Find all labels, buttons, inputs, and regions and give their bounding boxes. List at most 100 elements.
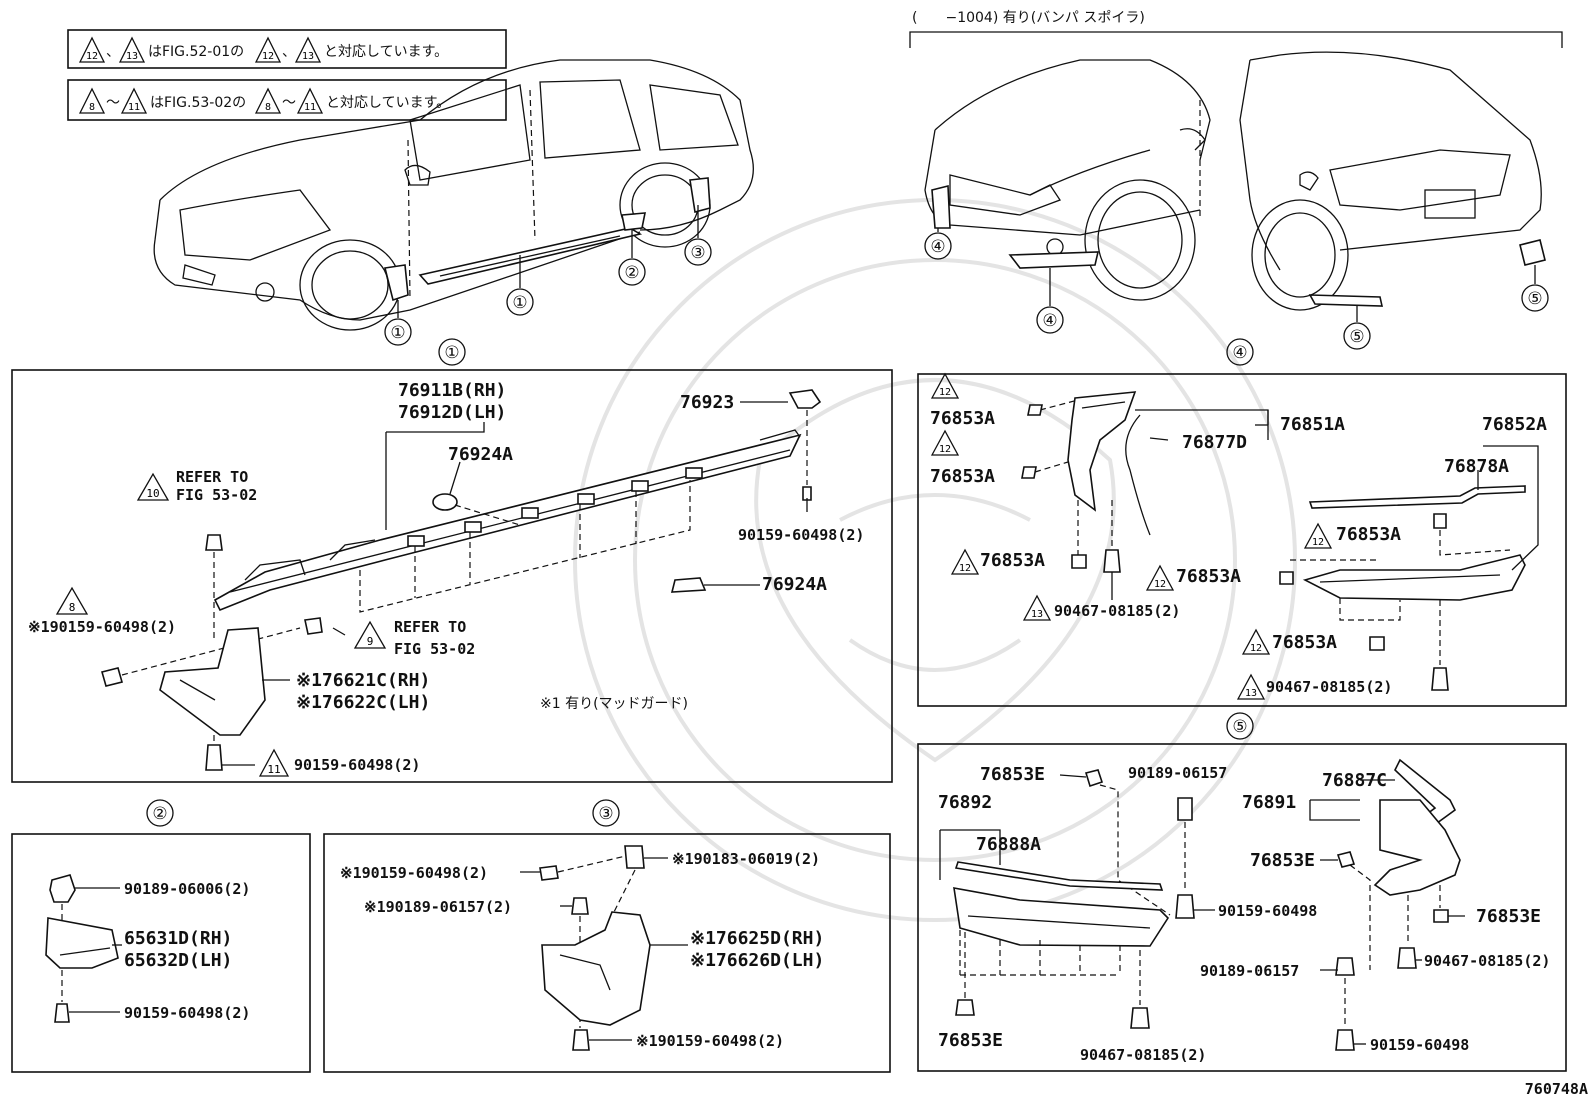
bumper-spoiler-header: ( −1004) 有り(バンパ スポイラ) xyxy=(912,10,1145,26)
svg-text:76877D: 76877D xyxy=(1182,432,1247,453)
svg-text:11: 11 xyxy=(304,102,316,113)
svg-text:REFER TO: REFER TO xyxy=(176,468,248,486)
svg-text:13: 13 xyxy=(1031,609,1043,620)
svg-text:※190159-60498(2): ※190159-60498(2) xyxy=(636,1032,784,1050)
svg-text:8: 8 xyxy=(89,102,95,113)
overview-callouts: ① ① ② ③ xyxy=(384,205,712,346)
svg-text:※190183-06019(2): ※190183-06019(2) xyxy=(672,850,820,868)
svg-text:③: ③ xyxy=(690,243,705,263)
svg-text:※190159-60498(2): ※190159-60498(2) xyxy=(340,864,488,882)
note-box-2: 8 ～ 11 はFIG.53-02の 8 ～ 11 と対応しています。 xyxy=(67,79,507,121)
panel-5-art xyxy=(939,758,1465,1051)
svg-text:76853A: 76853A xyxy=(1176,566,1241,587)
svg-text:76892: 76892 xyxy=(938,792,992,813)
svg-text:③: ③ xyxy=(598,804,613,824)
panel-5-frame xyxy=(917,743,1567,1072)
panel-2-art xyxy=(45,874,122,1023)
svg-text:13: 13 xyxy=(1245,688,1257,699)
panel-2-labels: 90189-06006(2) 65631D(RH) 65632D(LH) 901… xyxy=(124,880,250,1022)
svg-text:④: ④ xyxy=(1232,343,1247,363)
svg-text:12: 12 xyxy=(939,444,951,455)
svg-text:90159-60498: 90159-60498 xyxy=(1370,1036,1469,1054)
svg-text:90467-08185(2): 90467-08185(2) xyxy=(1424,952,1550,970)
svg-text:76887C: 76887C xyxy=(1322,770,1387,791)
svg-text:※176626D(LH): ※176626D(LH) xyxy=(690,950,824,971)
svg-text:～: ～ xyxy=(282,95,296,111)
svg-text:76888A: 76888A xyxy=(976,834,1041,855)
svg-text:76912D(LH): 76912D(LH) xyxy=(398,402,506,423)
svg-text:※190189-06157(2): ※190189-06157(2) xyxy=(364,898,512,916)
svg-text:90159-60498(2): 90159-60498(2) xyxy=(124,1004,250,1022)
car-side-overview xyxy=(153,59,754,331)
svg-text:90159-60498(2): 90159-60498(2) xyxy=(738,526,864,544)
svg-text:76851A: 76851A xyxy=(1280,414,1345,435)
svg-text:FIG 53-02: FIG 53-02 xyxy=(394,640,475,658)
panel-1-labels: 76911B(RH) 76912D(LH) 76924A 76923 90159… xyxy=(28,380,864,774)
svg-text:④: ④ xyxy=(1042,311,1057,331)
panel-4-labels: 76853A 76853A 76851A 76877D 76852A 76878… xyxy=(930,408,1547,696)
svg-text:76924A: 76924A xyxy=(448,444,513,465)
svg-text:90189-06157: 90189-06157 xyxy=(1200,962,1299,980)
svg-text:13: 13 xyxy=(302,51,314,62)
svg-text:※176621C(RH): ※176621C(RH) xyxy=(296,670,430,691)
svg-text:76853E: 76853E xyxy=(1476,906,1541,927)
svg-text:④: ④ xyxy=(930,237,945,257)
svg-text:76924A: 76924A xyxy=(762,574,827,595)
svg-text:、: 、 xyxy=(282,44,296,60)
svg-text:76923: 76923 xyxy=(680,392,734,413)
svg-text:はFIG.52-01の: はFIG.52-01の xyxy=(148,44,244,60)
overview-callouts-right: ④ ④ ⑤ ⑤ xyxy=(924,228,1549,350)
note-box-1: 12 、 13 はFIG.52-01の 12 、 13 と対応しています。 xyxy=(67,29,507,69)
panel-2-frame xyxy=(11,833,311,1073)
panel-5-labels: 76853E 90189-06157 76892 76888A 76891 76… xyxy=(938,764,1550,1064)
svg-text:12: 12 xyxy=(959,563,971,574)
svg-text:12: 12 xyxy=(1312,537,1324,548)
svg-text:はFIG.53-02の: はFIG.53-02の xyxy=(150,95,246,111)
svg-text:76853A: 76853A xyxy=(1272,632,1337,653)
svg-text:⑤: ⑤ xyxy=(1349,327,1364,347)
svg-text:76853A: 76853A xyxy=(1336,524,1401,545)
svg-text:FIG 53-02: FIG 53-02 xyxy=(176,486,257,504)
svg-text:76853E: 76853E xyxy=(1250,850,1315,871)
svg-text:①: ① xyxy=(390,323,405,343)
svg-text:10: 10 xyxy=(146,487,159,500)
svg-text:、: 、 xyxy=(106,44,120,60)
svg-text:76853A: 76853A xyxy=(930,466,995,487)
svg-text:76878A: 76878A xyxy=(1444,456,1509,477)
car-front-overview xyxy=(924,59,1211,301)
svg-text:⑤: ⑤ xyxy=(1232,717,1247,737)
svg-text:76852A: 76852A xyxy=(1482,414,1547,435)
svg-text:8: 8 xyxy=(69,601,76,614)
svg-text:②: ② xyxy=(152,804,167,824)
svg-text:90189-06006(2): 90189-06006(2) xyxy=(124,880,250,898)
svg-text:76853E: 76853E xyxy=(980,764,1045,785)
svg-text:～: ～ xyxy=(106,95,120,111)
svg-text:①: ① xyxy=(512,293,527,313)
svg-text:12: 12 xyxy=(86,51,98,62)
svg-text:13: 13 xyxy=(126,51,138,62)
svg-text:90467-08185(2): 90467-08185(2) xyxy=(1266,678,1392,696)
svg-text:12: 12 xyxy=(1154,579,1166,590)
section-markers: ① ④ ⑤ ② ③ xyxy=(146,338,1254,827)
svg-text:REFER TO: REFER TO xyxy=(394,618,466,636)
svg-text:90189-06157: 90189-06157 xyxy=(1128,764,1227,782)
svg-text:90467-08185(2): 90467-08185(2) xyxy=(1054,602,1180,620)
svg-text:12: 12 xyxy=(939,387,951,398)
svg-text:11: 11 xyxy=(267,763,280,776)
svg-text:と対応しています。: と対応しています。 xyxy=(324,44,448,60)
svg-text:11: 11 xyxy=(128,102,140,113)
panel-3-frame xyxy=(323,833,891,1073)
svg-text:※190159-60498(2): ※190159-60498(2) xyxy=(28,618,176,636)
svg-text:12: 12 xyxy=(262,51,274,62)
svg-text:90159-60498(2): 90159-60498(2) xyxy=(294,756,420,774)
svg-text:※1 有り(マッドガード): ※1 有り(マッドガード) xyxy=(540,696,688,712)
svg-text:※176622C(LH): ※176622C(LH) xyxy=(296,692,430,713)
svg-text:76911B(RH): 76911B(RH) xyxy=(398,380,506,401)
svg-text:9: 9 xyxy=(367,635,374,648)
figure-id: 760748A xyxy=(1525,1080,1588,1098)
svg-text:65632D(LH): 65632D(LH) xyxy=(124,950,232,971)
svg-text:12: 12 xyxy=(1250,643,1262,654)
svg-text:①: ① xyxy=(444,343,459,363)
panel-3-labels: ※190159-60498(2) ※190183-06019(2) ※19018… xyxy=(340,850,824,1050)
